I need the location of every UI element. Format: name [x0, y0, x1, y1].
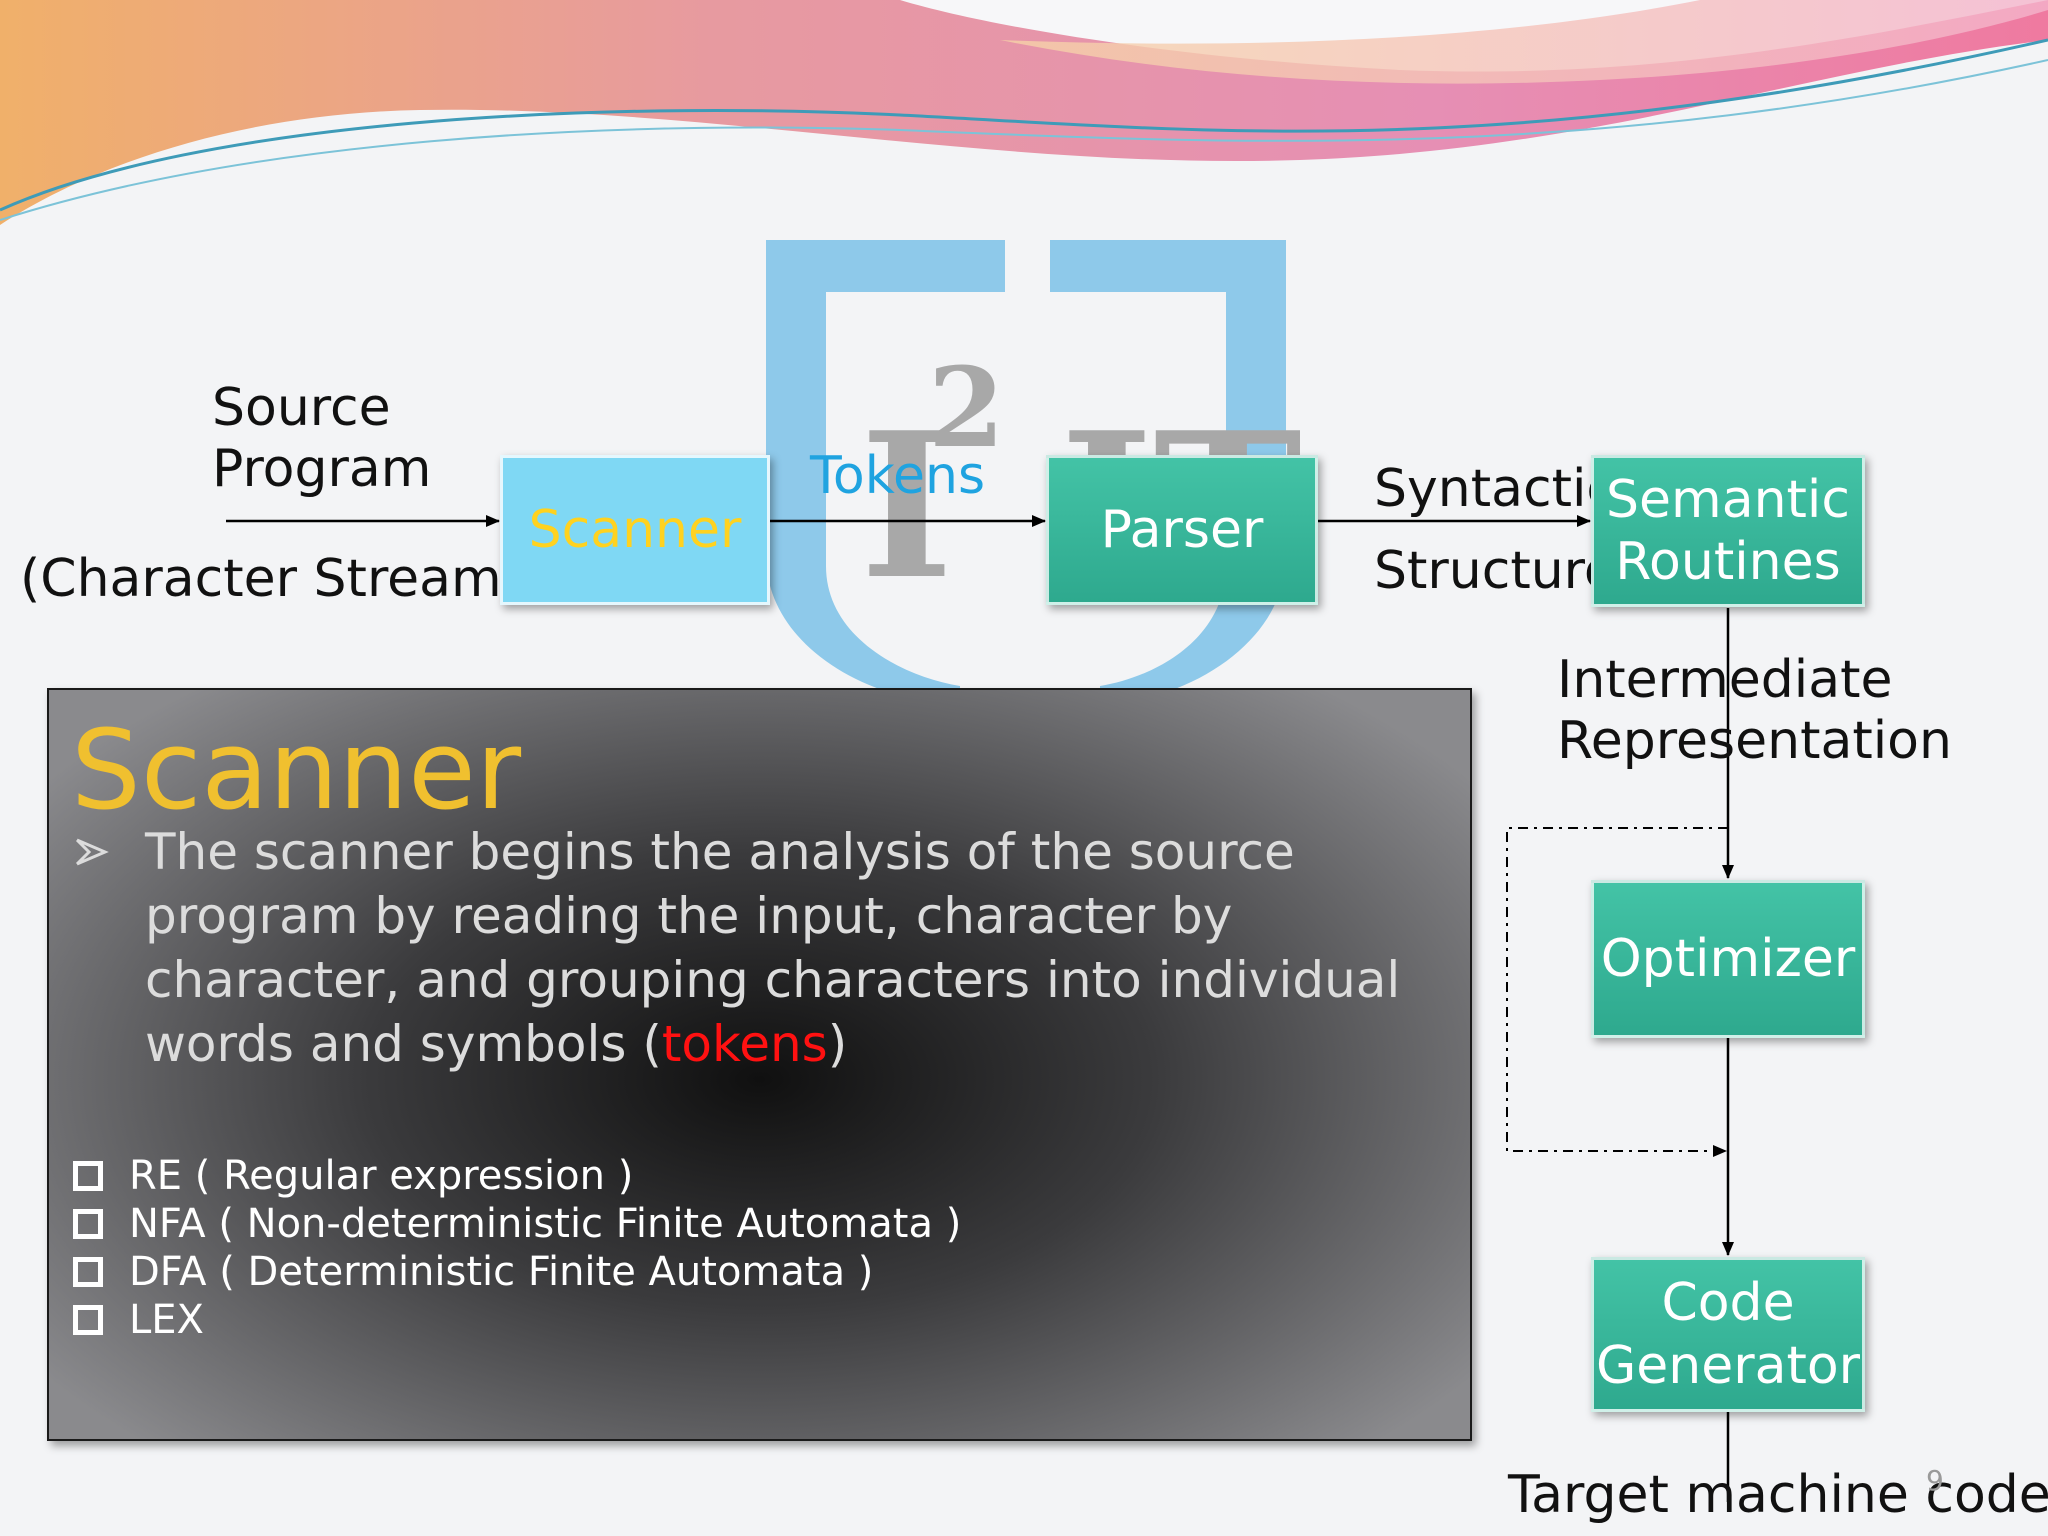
- header-wave-decoration: [0, 0, 2048, 225]
- parser-box: Parser: [1046, 455, 1318, 605]
- description-before: The scanner begins the analysis of the s…: [145, 823, 1401, 1073]
- syntactic-structure-label: Syntactic Structure: [1374, 448, 1616, 612]
- panel-title: Scanner: [71, 706, 522, 834]
- page-number: 9: [1926, 1464, 1944, 1497]
- target-machine-code-label: Target machine code: [1508, 1465, 2048, 1525]
- source-label-line2: Program: [212, 439, 432, 500]
- svg-text:I: I: [860, 389, 954, 624]
- square-bullet-icon: [73, 1257, 103, 1287]
- scanner-box: Scanner: [500, 455, 770, 605]
- panel-topic-list: RE ( Regular expression ) NFA ( Non-dete…: [71, 1152, 961, 1344]
- intermediate-label-line1: Intermediate: [1557, 650, 1893, 710]
- source-program-label: Source Program: [212, 378, 431, 501]
- panel-description-text: The scanner begins the analysis of the s…: [71, 820, 1461, 1076]
- character-stream-label: (Character Stream): [20, 549, 522, 609]
- arrow-bullet-icon: [75, 838, 109, 866]
- tokens-label: Tokens: [810, 446, 986, 506]
- source-label-line1: Source: [212, 378, 391, 438]
- square-bullet-icon: [73, 1209, 103, 1239]
- codegen-box-line2: Generator: [1595, 1335, 1861, 1396]
- semantic-box-line2: Routines: [1615, 532, 1841, 592]
- list-item-text: NFA ( Non-deterministic Finite Automata …: [129, 1201, 962, 1247]
- list-item-text: LEX: [129, 1297, 204, 1343]
- description-after: ): [827, 1015, 848, 1073]
- list-item: DFA ( Deterministic Finite Automata ): [71, 1248, 961, 1296]
- scanner-info-panel: Scanner The scanner begins the analysis …: [47, 688, 1472, 1441]
- syntactic-label-line1: Syntactic: [1374, 459, 1616, 519]
- intermediate-representation-label: Intermediate Representation: [1557, 650, 1952, 773]
- list-item: NFA ( Non-deterministic Finite Automata …: [71, 1200, 961, 1248]
- code-generator-box: Code Generator: [1591, 1257, 1865, 1412]
- list-item-text: RE ( Regular expression ): [129, 1153, 634, 1199]
- scanner-box-label: Scanner: [528, 499, 742, 560]
- square-bullet-icon: [73, 1161, 103, 1191]
- list-item: LEX: [71, 1296, 961, 1344]
- square-bullet-icon: [73, 1305, 103, 1335]
- codegen-box-line1: Code: [1661, 1273, 1795, 1334]
- semantic-box-line1: Semantic: [1606, 469, 1850, 530]
- intermediate-label-line2: Representation: [1557, 711, 1952, 772]
- optimizer-box-label: Optimizer: [1600, 928, 1856, 989]
- syntactic-label-line2: Structure: [1374, 541, 1616, 601]
- semantic-routines-box: Semantic Routines: [1591, 455, 1865, 607]
- svg-text:2: 2: [928, 343, 1005, 472]
- list-item: RE ( Regular expression ): [71, 1152, 961, 1200]
- optimizer-box: Optimizer: [1591, 880, 1865, 1038]
- parser-box-label: Parser: [1100, 499, 1264, 560]
- list-item-text: DFA ( Deterministic Finite Automata ): [129, 1249, 874, 1295]
- panel-description: The scanner begins the analysis of the s…: [71, 820, 1461, 1076]
- description-tokens-highlight: tokens: [661, 1015, 828, 1073]
